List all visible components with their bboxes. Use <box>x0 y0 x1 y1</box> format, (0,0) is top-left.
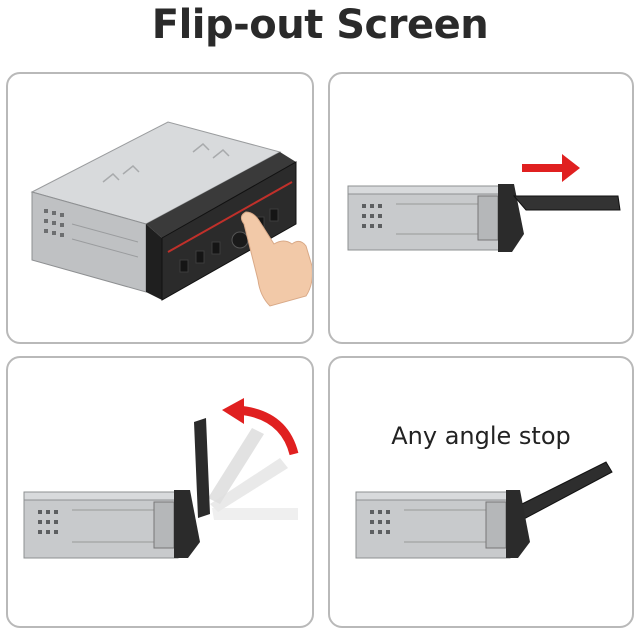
radio-angle-stop-illustration <box>355 461 613 559</box>
panel-slide-out <box>328 72 634 344</box>
panel-flip-up <box>6 356 314 628</box>
radio-flip-up-illustration <box>23 398 299 559</box>
panel-installed <box>6 72 314 344</box>
curved-arrow-icon <box>237 405 299 456</box>
radio-slide-out-illustration <box>347 154 621 252</box>
arrow-right-icon <box>522 154 580 182</box>
panel-angle-stop: Any angle stop <box>328 356 634 628</box>
page-title: Flip-out Screen <box>151 2 489 48</box>
angle-stop-caption: Any angle stop <box>391 422 571 450</box>
radio-pressing-illustration <box>30 121 312 307</box>
